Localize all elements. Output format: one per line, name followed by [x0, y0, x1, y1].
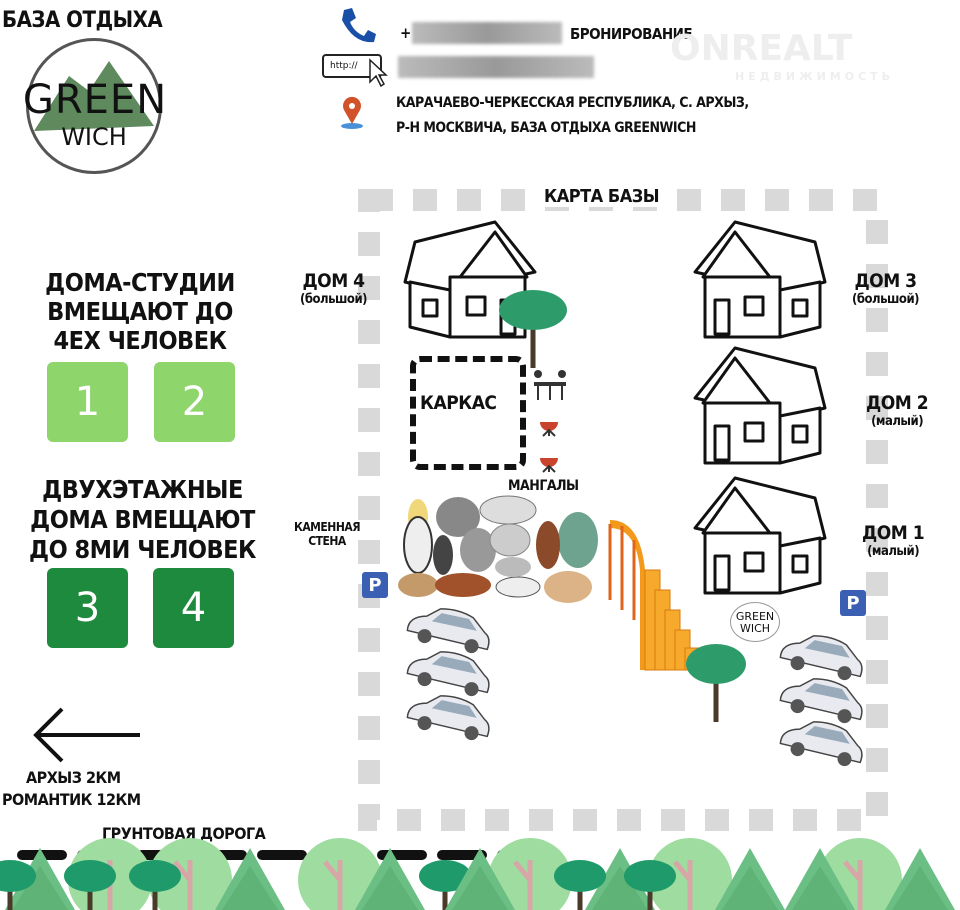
location-pin-icon: [341, 96, 363, 129]
tree-icon: [64, 860, 116, 910]
house-1-label: Дом 1 (малый): [862, 522, 925, 559]
house-badge-1: 1: [47, 362, 128, 442]
house-icon: [693, 346, 827, 465]
mountain-icon: [34, 61, 154, 131]
dining-table-icon: [534, 370, 566, 400]
car-icon: [779, 678, 863, 724]
house-badge-4: 4: [153, 568, 234, 648]
grill-icon: [540, 422, 558, 437]
car-icon: [406, 695, 490, 741]
greenwich-logo: GREEN WICH: [23, 38, 166, 174]
phone-icon: [342, 8, 376, 43]
pine-tree-icon: [585, 848, 655, 910]
tree-icon: [624, 860, 676, 910]
grills-label: Мангалы: [508, 478, 579, 494]
round-tree-icon: [148, 838, 232, 910]
car-icon: [406, 651, 490, 697]
pine-tree-icon: [215, 848, 285, 910]
pine-tree-icon: [785, 848, 855, 910]
car-icon: [406, 608, 490, 654]
phone-number-redacted: [412, 22, 562, 44]
pine-tree-icon: [445, 848, 515, 910]
arrow-left-icon: [33, 707, 140, 763]
house-icon: [693, 476, 827, 595]
direction-romantik: Романтик 12км: [2, 790, 141, 809]
tree-icon: [129, 860, 181, 910]
pine-tree-icon: [885, 848, 955, 910]
map-title: Карта базы: [538, 186, 666, 207]
house-2-label: Дом 2 (малый): [866, 392, 929, 429]
house-badge-2: 2: [154, 362, 235, 442]
tree-icon: [419, 860, 471, 910]
tree-icon: [499, 290, 567, 368]
base-title: База отдыха: [2, 8, 163, 33]
frame-house-label: Каркас: [420, 392, 497, 414]
pine-tree-icon: [5, 848, 75, 910]
house-4-label: Дом 4 (большой): [300, 270, 368, 307]
stone-wall: [398, 495, 598, 603]
tree-icon: [554, 860, 606, 910]
direction-arkhyz: Архыз 2км: [26, 768, 121, 787]
frame-house-area: [410, 356, 526, 470]
address-line-1: Карачаево-Черкесская республика, с. Архы…: [396, 95, 749, 111]
house-icon: [693, 220, 827, 339]
tree-icon: [0, 860, 36, 910]
watermark: ONREALT: [670, 28, 853, 69]
studio-description: Дома-студии вмещают до 4ех человек: [45, 268, 235, 355]
house-badge-3: 3: [47, 568, 128, 648]
twostory-description: Двухэтажные дома вмещают до 8ми человек: [29, 475, 256, 564]
parking-sign-right: P: [840, 590, 866, 616]
car-icon: [779, 635, 863, 681]
url-icon: http://: [322, 54, 382, 78]
pine-tree-icon: [355, 848, 425, 910]
tree-icon: [686, 644, 746, 722]
stone-wall-label: Каменная стена: [294, 520, 361, 548]
cursor-icon: [369, 58, 388, 88]
round-tree-icon: [648, 838, 732, 910]
pine-tree-icon: [715, 848, 785, 910]
address-line-2: р-н Москвича, база отдыха Greenwich: [396, 120, 696, 136]
car-icon: [779, 721, 863, 767]
house-3-label: Дом 3 (большой): [852, 270, 920, 307]
booking-label: бронирование: [570, 25, 693, 43]
round-tree-icon: [488, 838, 572, 910]
road-label: Грунтовая дорога: [102, 824, 266, 843]
website-redacted[interactable]: [398, 56, 594, 78]
grill-icon: [540, 458, 558, 473]
parking-sign-left: P: [362, 572, 388, 598]
round-tree-icon: [298, 838, 382, 910]
